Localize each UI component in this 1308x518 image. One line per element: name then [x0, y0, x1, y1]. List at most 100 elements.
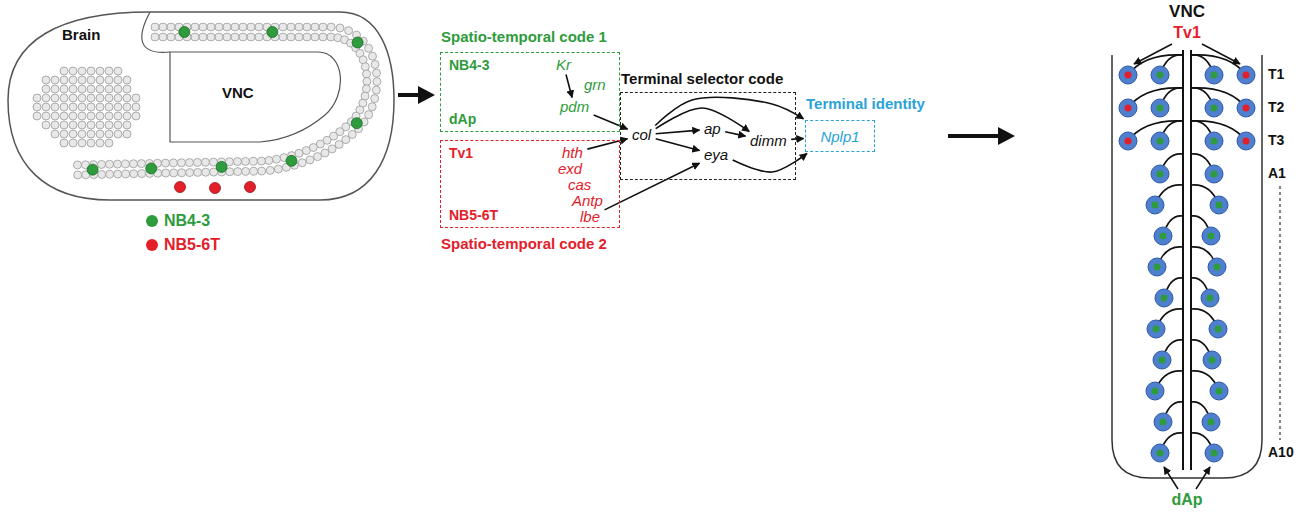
neuron-nucleus [1157, 72, 1164, 79]
cell-dot [121, 160, 129, 168]
neuron [1209, 320, 1227, 338]
neuron-nucleus [1243, 72, 1250, 79]
neuron [1208, 258, 1226, 276]
neuron [1119, 99, 1137, 117]
cell-dot [257, 157, 265, 165]
brain-divider [142, 12, 170, 52]
gene-label: col [629, 127, 654, 143]
gene-name: exd [558, 162, 582, 176]
group-text: dAp [449, 111, 476, 127]
nb4-3-dot [351, 118, 362, 129]
nb5-6t-dot [175, 182, 186, 193]
cell-dot [371, 61, 379, 69]
cell-dot [42, 112, 50, 120]
neuron [1151, 165, 1169, 183]
gene-name: Kr [556, 58, 571, 72]
cell-dot [138, 170, 146, 178]
cell-dot [33, 103, 41, 111]
cell-dot [33, 94, 41, 102]
nb4-3-dot [179, 27, 190, 38]
code-box: Spatio-temporal code 2Tv1NB5-6Ththexdcas… [440, 140, 620, 228]
cell-dot [60, 112, 68, 120]
cell-dot [368, 103, 376, 111]
cell-dot [250, 167, 258, 175]
cell-dot [162, 169, 170, 177]
cell-dot [233, 158, 241, 166]
neuron-nucleus [1216, 388, 1223, 395]
nb4-3-dot [267, 27, 278, 38]
cell-dot [239, 33, 247, 41]
group-title: Terminal selector code [621, 70, 783, 87]
cell-dot [201, 158, 209, 166]
cell-dot [69, 67, 77, 75]
cell-dot [114, 94, 122, 102]
connector-arrow [733, 154, 807, 173]
cell-dot [114, 103, 122, 111]
neuron-nucleus [1157, 450, 1164, 457]
cell-dot [363, 70, 371, 78]
neuron [1151, 132, 1169, 150]
cell-dot [123, 103, 131, 111]
cell-dot [114, 76, 122, 84]
cell-dot [78, 112, 86, 120]
cell-dot [255, 33, 263, 41]
cell-dot [97, 160, 105, 168]
cell-dot [177, 159, 185, 167]
cell-dot [114, 130, 122, 138]
cell-dot [96, 130, 104, 138]
neuron-nucleus [1152, 202, 1159, 209]
region-label: Brain [62, 26, 100, 43]
cell-dot [105, 94, 113, 102]
gene-label: grn [581, 77, 609, 93]
segment-label: A10 [1268, 444, 1294, 460]
cell-dot [87, 94, 95, 102]
cell-dot [321, 149, 329, 157]
cell-dot [314, 153, 322, 161]
cell-dot [167, 33, 175, 41]
gene-name: ap [704, 122, 721, 136]
neuron-nucleus [1214, 264, 1221, 271]
cell-dot [287, 33, 295, 41]
cell-dot [87, 121, 95, 129]
cell-dot [170, 169, 178, 177]
legend-text: NB5-6T [164, 236, 220, 254]
cell-dot [295, 23, 303, 31]
neuron [1201, 289, 1219, 307]
cell-dot [167, 23, 175, 31]
cell-dot [78, 94, 86, 102]
segment-label: T3 [1268, 132, 1284, 148]
cell-dot [123, 94, 131, 102]
neuron-nucleus [1211, 450, 1218, 457]
connector-arrow [566, 75, 572, 98]
cell-dot [114, 121, 122, 129]
cell-dot [60, 85, 68, 93]
cell-dot [69, 94, 77, 102]
cell-dot [105, 67, 113, 75]
neuron [1146, 382, 1164, 400]
cell-dot [191, 33, 199, 41]
neuron-nucleus [1125, 72, 1132, 79]
cell-dot [295, 149, 303, 157]
cell-dot [199, 33, 207, 41]
vnc-schematic [1119, 50, 1255, 470]
neuron [1202, 413, 1220, 431]
cell-dot [69, 85, 77, 93]
cell-dot [96, 139, 104, 147]
cell-dot [51, 130, 59, 138]
cell-dot [96, 85, 104, 93]
cell-dot [202, 168, 210, 176]
selector-box: Terminal selector codecolapeyadimm [620, 92, 796, 180]
cell-dot [87, 103, 95, 111]
cell-dot [105, 130, 113, 138]
neuron-nucleus [1152, 388, 1159, 395]
neuron [1202, 227, 1220, 245]
connector-arrow [655, 97, 803, 125]
nb4-3-dot [146, 163, 157, 174]
cell-dot [74, 171, 82, 179]
neuron-nucleus [1215, 326, 1222, 333]
neuron [1237, 132, 1255, 150]
cell-dot [207, 23, 215, 31]
cell-dot [234, 168, 242, 176]
